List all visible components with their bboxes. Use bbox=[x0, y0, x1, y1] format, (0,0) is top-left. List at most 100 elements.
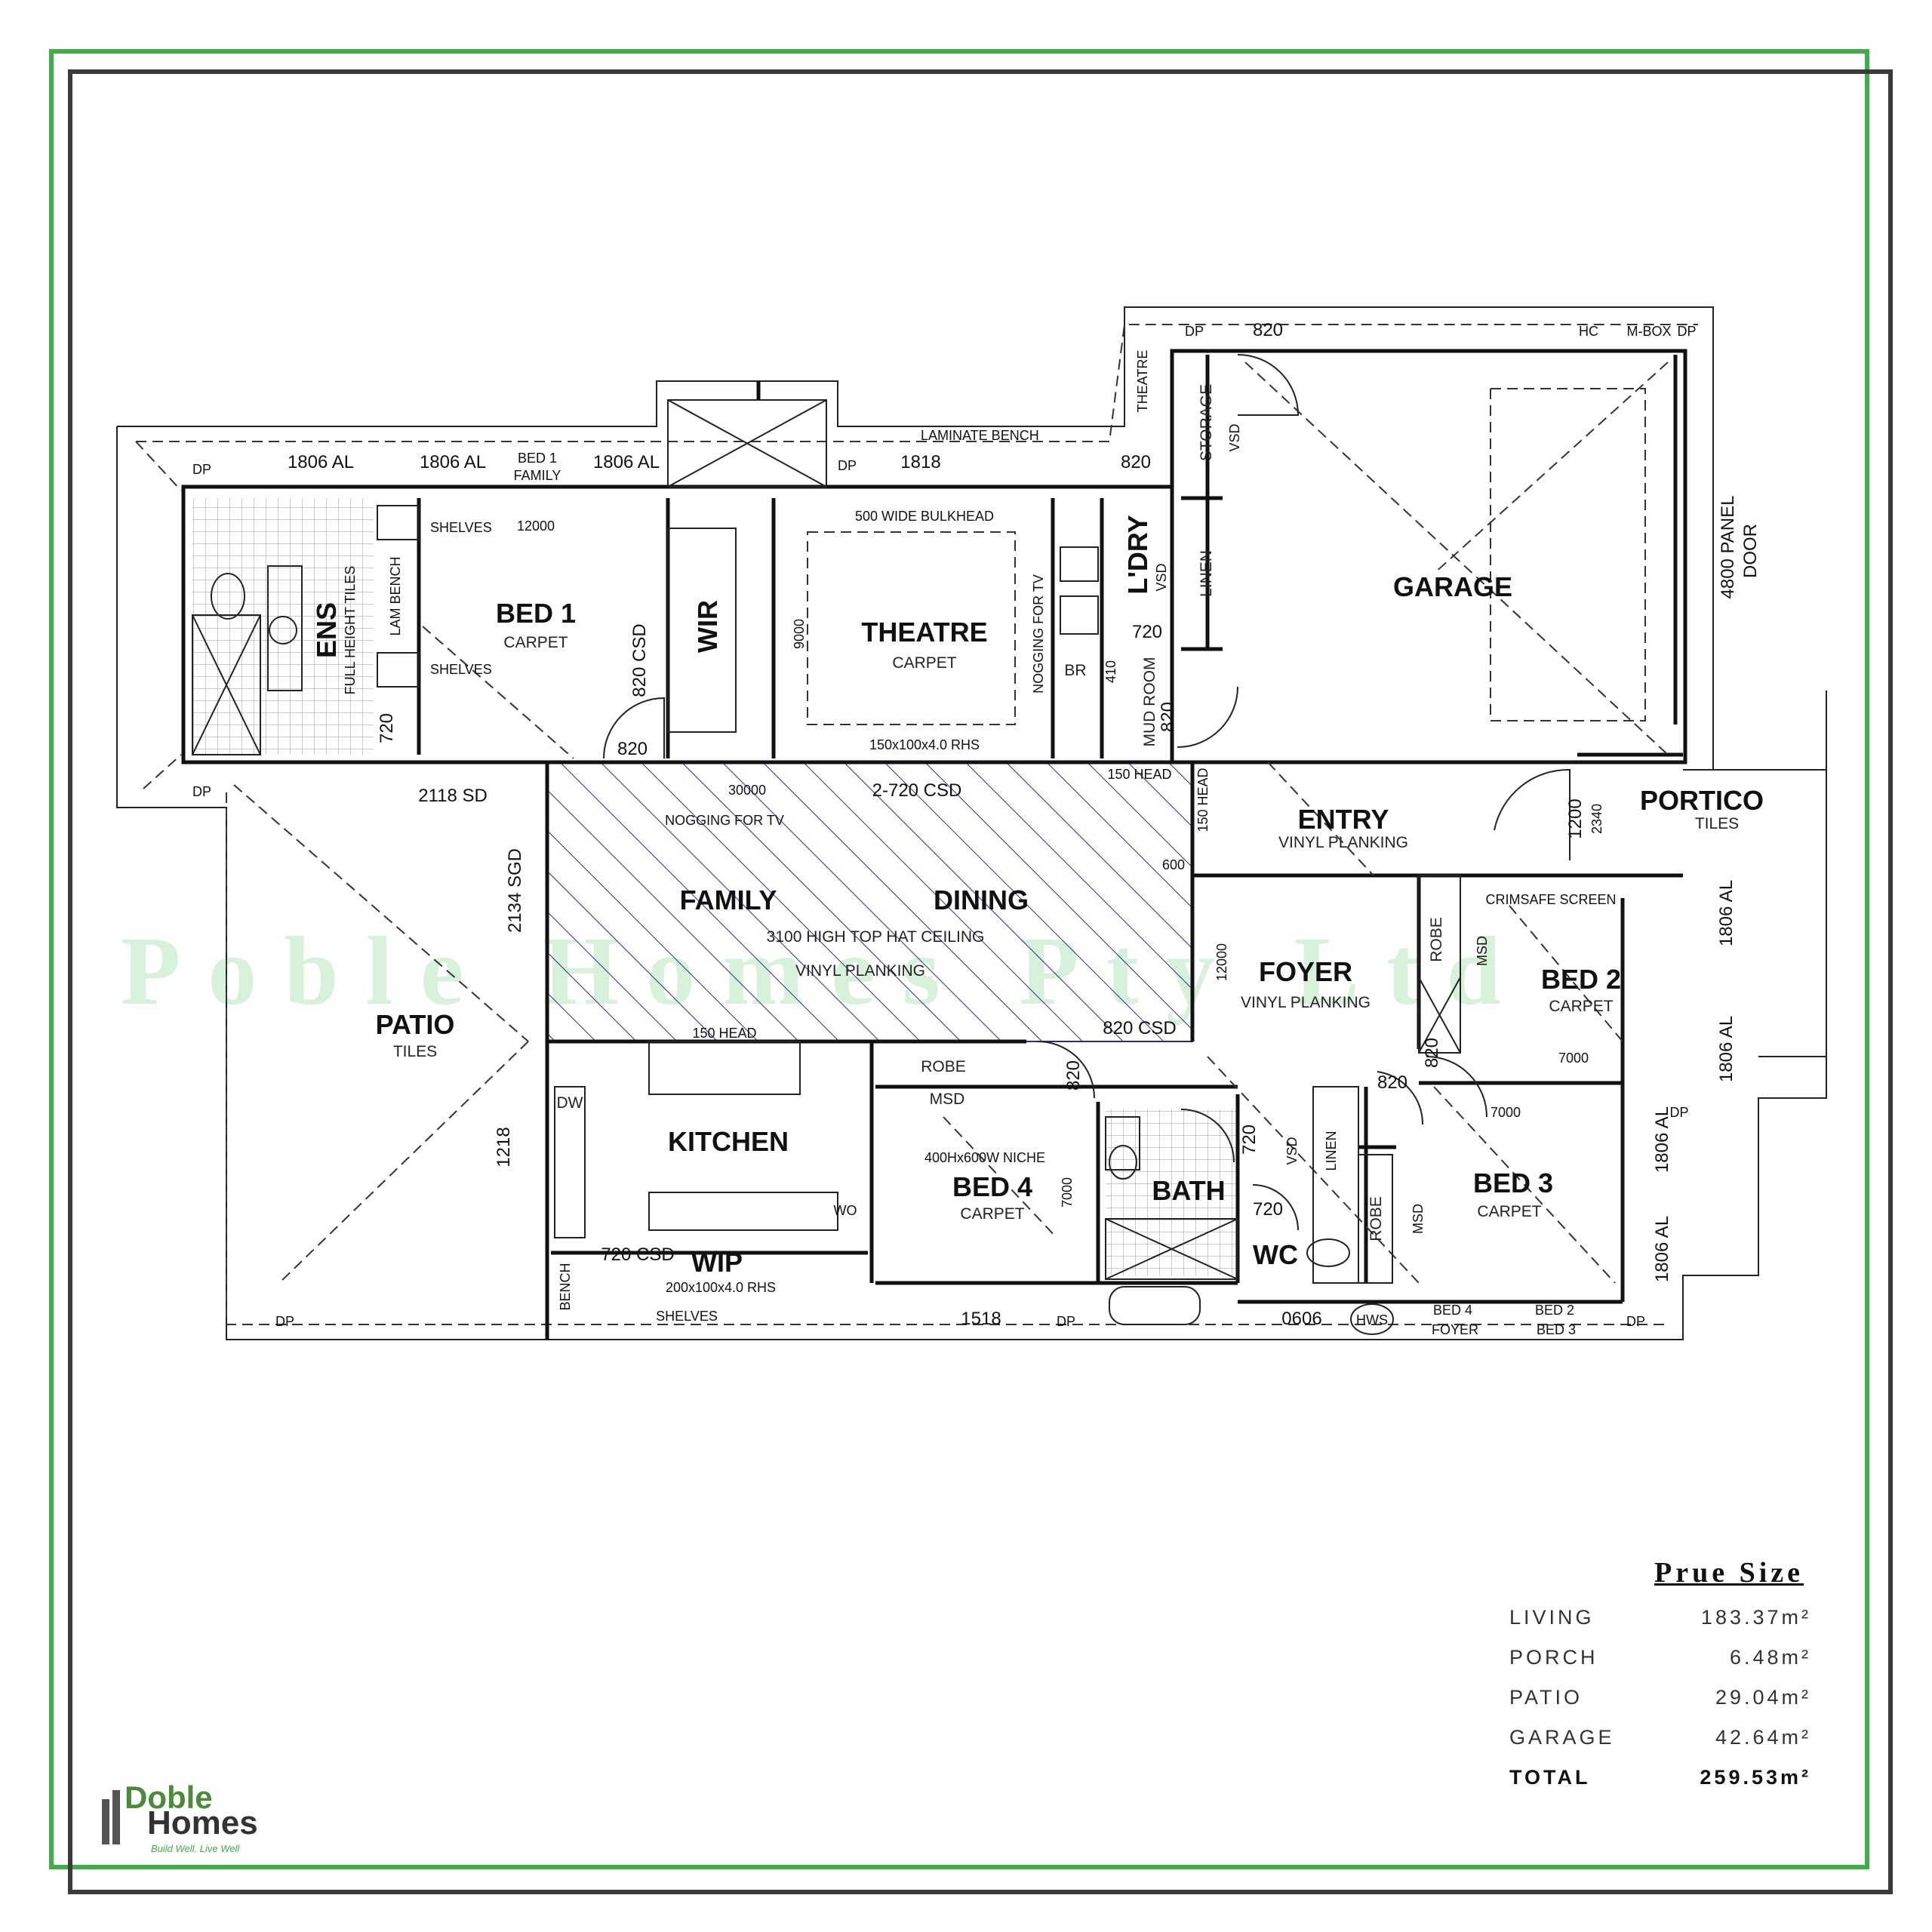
label-window: 1806 AL bbox=[420, 452, 486, 472]
room-wc: WC bbox=[1253, 1239, 1298, 1270]
label-robe: ROBE bbox=[1367, 1196, 1385, 1241]
label-note: FOYER bbox=[1432, 1322, 1478, 1337]
bed3-floor: CARPET bbox=[1477, 1203, 1541, 1220]
room-bed1: BED 1 bbox=[496, 598, 576, 629]
label-door: 2-720 CSD bbox=[872, 780, 962, 801]
logo-house-icon bbox=[102, 1784, 125, 1844]
label-window: 820 bbox=[1121, 452, 1151, 472]
label-door: 820 CSD bbox=[1103, 1018, 1176, 1038]
room-ldry: L'DRY bbox=[1122, 515, 1153, 594]
label-window: 1806 AL bbox=[288, 452, 354, 472]
label-door: VSD bbox=[1154, 563, 1169, 591]
label-note: BED 1 bbox=[518, 451, 557, 466]
label-door: 720 bbox=[1239, 1124, 1260, 1155]
label-dim: 7000 bbox=[1491, 1105, 1521, 1120]
label-robe: ROBE bbox=[921, 1058, 966, 1075]
label-dim: 7000 bbox=[1060, 1177, 1075, 1208]
room-dining: DINING bbox=[934, 884, 1029, 915]
label-note: 150 HEAD bbox=[1195, 768, 1211, 832]
label-door: DOOR bbox=[1740, 524, 1761, 578]
label-note: 150 HEAD bbox=[1107, 767, 1171, 782]
label-dim: 7000 bbox=[1558, 1051, 1589, 1066]
room-linen: LINEN bbox=[1198, 550, 1215, 597]
family-floor: VINYL PLANKING bbox=[795, 962, 925, 980]
roof-outline bbox=[116, 306, 1827, 1340]
room-portico: PORTICO bbox=[1640, 785, 1764, 816]
room-br: BR bbox=[1064, 662, 1086, 679]
label-note: 500 WIDE BULKHEAD bbox=[855, 509, 994, 524]
label-door: 720 bbox=[1253, 1199, 1283, 1220]
bath-tiles bbox=[1106, 1109, 1238, 1275]
legend-title: Prue Size bbox=[1654, 1557, 1804, 1589]
label-dp: DP bbox=[1057, 1314, 1075, 1329]
label-dim: 410 bbox=[1103, 660, 1118, 683]
legend-row: PATIO 29.04m² bbox=[1509, 1686, 1811, 1709]
room-kitchen: KITCHEN bbox=[668, 1126, 789, 1157]
room-robe-bed2: ROBE bbox=[1428, 917, 1445, 962]
legend-value: 42.64m² bbox=[1715, 1726, 1811, 1749]
label-door: 720 bbox=[377, 713, 397, 743]
label-window: 0606 bbox=[1281, 1309, 1321, 1329]
label-door: 720 bbox=[1132, 622, 1162, 642]
label-window: 1806 AL bbox=[593, 452, 660, 472]
label-wo: WO bbox=[834, 1203, 857, 1218]
legend-value: 183.37m² bbox=[1700, 1606, 1811, 1629]
room-wip: WIP bbox=[691, 1247, 743, 1278]
label-note: NOGGING FOR TV bbox=[665, 813, 784, 828]
label-note: HC bbox=[1579, 324, 1598, 339]
room-bath: BATH bbox=[1152, 1175, 1225, 1206]
label-window: 1806 AL bbox=[1652, 1216, 1672, 1282]
label-door: VSD bbox=[1284, 1137, 1300, 1164]
legend-label: GARAGE bbox=[1509, 1726, 1615, 1749]
doors bbox=[603, 354, 1571, 1231]
label-note: M-BOX bbox=[1626, 324, 1671, 339]
entry-box bbox=[667, 381, 827, 488]
label-dp: DP bbox=[1185, 324, 1204, 339]
foyer-floor: VINYL PLANKING bbox=[1241, 994, 1371, 1011]
label-dp: DP bbox=[1626, 1314, 1645, 1329]
garage-parking bbox=[1490, 388, 1646, 721]
label-door: 820 CSD bbox=[629, 623, 650, 697]
label-door: 820 bbox=[1063, 1060, 1084, 1091]
theatre-floor: CARPET bbox=[892, 654, 956, 672]
room-ens: ENS bbox=[311, 602, 342, 658]
room-theatre: THEATRE bbox=[861, 617, 987, 648]
legend-label: LIVING bbox=[1509, 1606, 1595, 1629]
label-note: 150x100x4.0 RHS bbox=[869, 737, 980, 752]
fixtures bbox=[192, 505, 1461, 1325]
label-door: 720 CSD bbox=[601, 1244, 674, 1265]
label-door: VSD bbox=[1227, 423, 1242, 451]
label-dp: DP bbox=[1669, 1105, 1688, 1120]
label-window: 1218 bbox=[494, 1127, 514, 1167]
label-dp: DP bbox=[192, 462, 211, 477]
label-note: BED 4 bbox=[1433, 1303, 1472, 1318]
label-window: 1818 bbox=[900, 452, 940, 472]
label-hws: HWS bbox=[1356, 1312, 1388, 1327]
ensuite-tiles bbox=[192, 498, 374, 755]
label-door: 4800 PANEL bbox=[1718, 496, 1738, 599]
label-note: SHELVES bbox=[430, 662, 492, 677]
room-entry: ENTRY bbox=[1298, 804, 1389, 835]
patio-floor: TILES bbox=[393, 1043, 437, 1060]
label-door: 820 bbox=[617, 739, 648, 759]
logo-word-2: Homes bbox=[147, 1804, 258, 1841]
label-window: 1518 bbox=[961, 1309, 1001, 1329]
label-note: NOGGING FOR TV bbox=[1031, 574, 1046, 694]
label-door: MSD bbox=[930, 1091, 965, 1108]
label-window: 820 bbox=[1253, 320, 1283, 340]
label-note: FAMILY bbox=[514, 468, 561, 483]
logo-tagline: Build Well. Live Well bbox=[151, 1843, 240, 1854]
label-note: 200x100x4.0 RHS bbox=[666, 1280, 776, 1295]
bed1-floor: CARPET bbox=[503, 634, 568, 651]
legend-total-label: TOTAL bbox=[1509, 1766, 1591, 1789]
room-family: FAMILY bbox=[680, 884, 777, 915]
label-note: FULL HEIGHT TILES bbox=[343, 566, 358, 695]
company-logo: Doble Homes Build Well. Live Well bbox=[102, 1781, 283, 1854]
label-note: SHELVES bbox=[656, 1309, 718, 1324]
legend-row: PORCH 6.48m² bbox=[1509, 1646, 1811, 1669]
label-door: 2118 SD bbox=[418, 786, 488, 806]
label-dim: 30000 bbox=[728, 783, 766, 798]
bed4-floor: CARPET bbox=[960, 1205, 1024, 1223]
label-dim: 12000 bbox=[517, 518, 555, 534]
